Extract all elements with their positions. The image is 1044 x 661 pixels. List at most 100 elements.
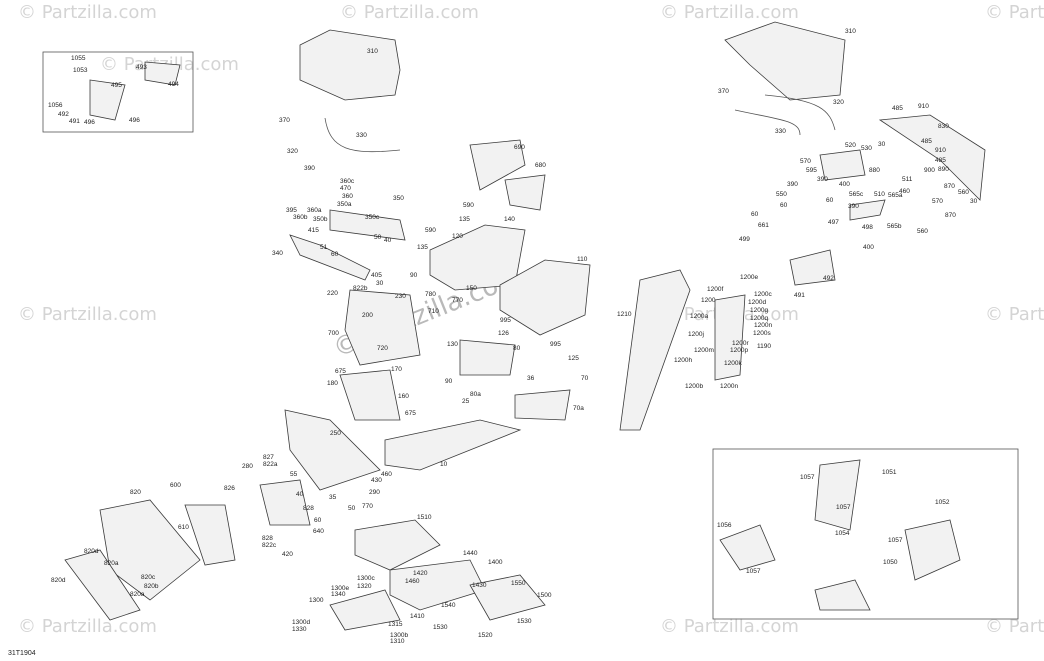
callout-label: 828	[303, 505, 314, 512]
watermark-text: © Partzilla.com	[660, 2, 799, 23]
callout-label: 820b	[144, 583, 159, 590]
callout-label: 1540	[441, 602, 456, 609]
callout-label: 1052	[935, 499, 950, 506]
callout-label: 570	[932, 198, 943, 205]
callout-label: 1550	[511, 580, 526, 587]
callout-label: 491	[794, 292, 805, 299]
callout-label: 770	[452, 297, 463, 304]
callout-label: 1051	[882, 469, 897, 476]
small-cover-part	[89, 79, 126, 121]
callout-label: 565c	[849, 191, 864, 198]
callout-label: 125	[568, 355, 579, 362]
callout-label: 511	[902, 176, 913, 183]
callout-label: 1420	[413, 570, 428, 577]
callout-label: 35	[329, 494, 337, 501]
callout-label: 1200g	[750, 307, 768, 314]
front-rail-part	[324, 117, 401, 153]
small-bracket-part	[144, 61, 181, 86]
callout-label: 1200s	[753, 330, 771, 337]
fender-cover-part	[504, 174, 546, 211]
callout-label: 1300d	[292, 619, 310, 626]
callout-label: 595	[806, 167, 817, 174]
callout-label: 1200a	[690, 313, 708, 320]
callout-label: 492	[58, 111, 69, 118]
callout-label: 390	[304, 165, 315, 172]
callout-label: 710	[428, 308, 439, 315]
callout-label: 1430	[472, 582, 487, 589]
callout-label: 910	[918, 103, 929, 110]
callout-label: 494	[168, 81, 179, 88]
callout-label: 827	[263, 454, 274, 461]
callout-label: 395	[286, 207, 297, 214]
callout-label: 1300b	[390, 632, 408, 639]
callout-label: 1320	[357, 583, 372, 590]
skid-plate-rear-part	[469, 574, 546, 621]
callout-label: 360a	[307, 207, 322, 214]
callout-label: 560	[917, 228, 928, 235]
callout-label: 280	[242, 463, 253, 470]
callout-label: 720	[377, 345, 388, 352]
callout-label: 1200j	[688, 331, 704, 338]
callout-label: 200	[362, 312, 373, 319]
callout-label: 828	[262, 535, 273, 542]
callout-label: 370	[718, 88, 729, 95]
watermark-text: © Partzilla.com	[18, 304, 157, 325]
footrest-plate-rear-part	[514, 389, 571, 421]
callout-label: 30	[376, 280, 384, 287]
callout-label: 890	[938, 166, 949, 173]
callout-label: 530	[861, 145, 872, 152]
callout-label: 900	[924, 167, 935, 174]
callout-label: 820d	[84, 548, 99, 555]
callout-label: 90	[445, 378, 453, 385]
callout-label: 1300	[309, 597, 324, 604]
callout-label: 1200q	[750, 315, 768, 322]
callout-label: 1410	[410, 613, 425, 620]
callout-label: 135	[417, 244, 428, 251]
callout-label: 1520	[478, 632, 493, 639]
callout-label: 910	[935, 147, 946, 154]
callout-label: 360b	[293, 214, 308, 221]
callout-label: 290	[369, 489, 380, 496]
callout-label: 60	[751, 211, 759, 218]
callout-label: 120	[452, 233, 463, 240]
callout-label: 400	[839, 181, 850, 188]
front-bumper-lower-part	[64, 549, 141, 621]
callout-label: 497	[828, 219, 839, 226]
callout-label: 870	[945, 212, 956, 219]
callout-label: 405	[371, 272, 382, 279]
callout-label: 1310	[390, 638, 405, 645]
callout-label: 485	[935, 157, 946, 164]
callout-label: 493	[136, 64, 147, 71]
callout-label: 390	[848, 203, 859, 210]
rear-rail-left-part	[734, 109, 801, 136]
callout-label: 130	[447, 341, 458, 348]
callout-label: 470	[340, 185, 351, 192]
callout-label: 25	[462, 398, 470, 405]
callout-label: 1057	[888, 537, 903, 544]
callout-label: 590	[425, 227, 436, 234]
front-panel-part	[184, 504, 236, 566]
callout-label: 430	[371, 477, 382, 484]
callout-label: 565a	[888, 192, 903, 199]
callout-label: 1200e	[740, 274, 758, 281]
callout-label: 460	[381, 471, 392, 478]
callout-label: 1053	[73, 67, 88, 74]
callout-label: 360	[342, 193, 353, 200]
callout-label: 340	[272, 250, 283, 257]
accessory-deflector-left-part	[719, 524, 776, 571]
rear-rack-part	[724, 21, 846, 101]
storage-case-part	[619, 269, 691, 431]
headlight-bracket-part	[339, 369, 401, 421]
callout-label: 250	[330, 430, 341, 437]
callout-label: 1200h	[674, 357, 692, 364]
callout-label: 496	[84, 119, 95, 126]
callout-label: 60	[826, 197, 834, 204]
callout-label: 330	[775, 128, 786, 135]
callout-label: 50	[348, 505, 356, 512]
callout-label: 126	[498, 330, 509, 337]
callout-labels: 310 330 320 370 390 360c 470 360 350a 36…	[48, 28, 978, 645]
callout-label: 320	[833, 99, 844, 106]
callout-label: 700	[328, 330, 339, 337]
callout-label: 1200d	[748, 299, 766, 306]
inset-box-accessory-parts	[712, 448, 1019, 620]
